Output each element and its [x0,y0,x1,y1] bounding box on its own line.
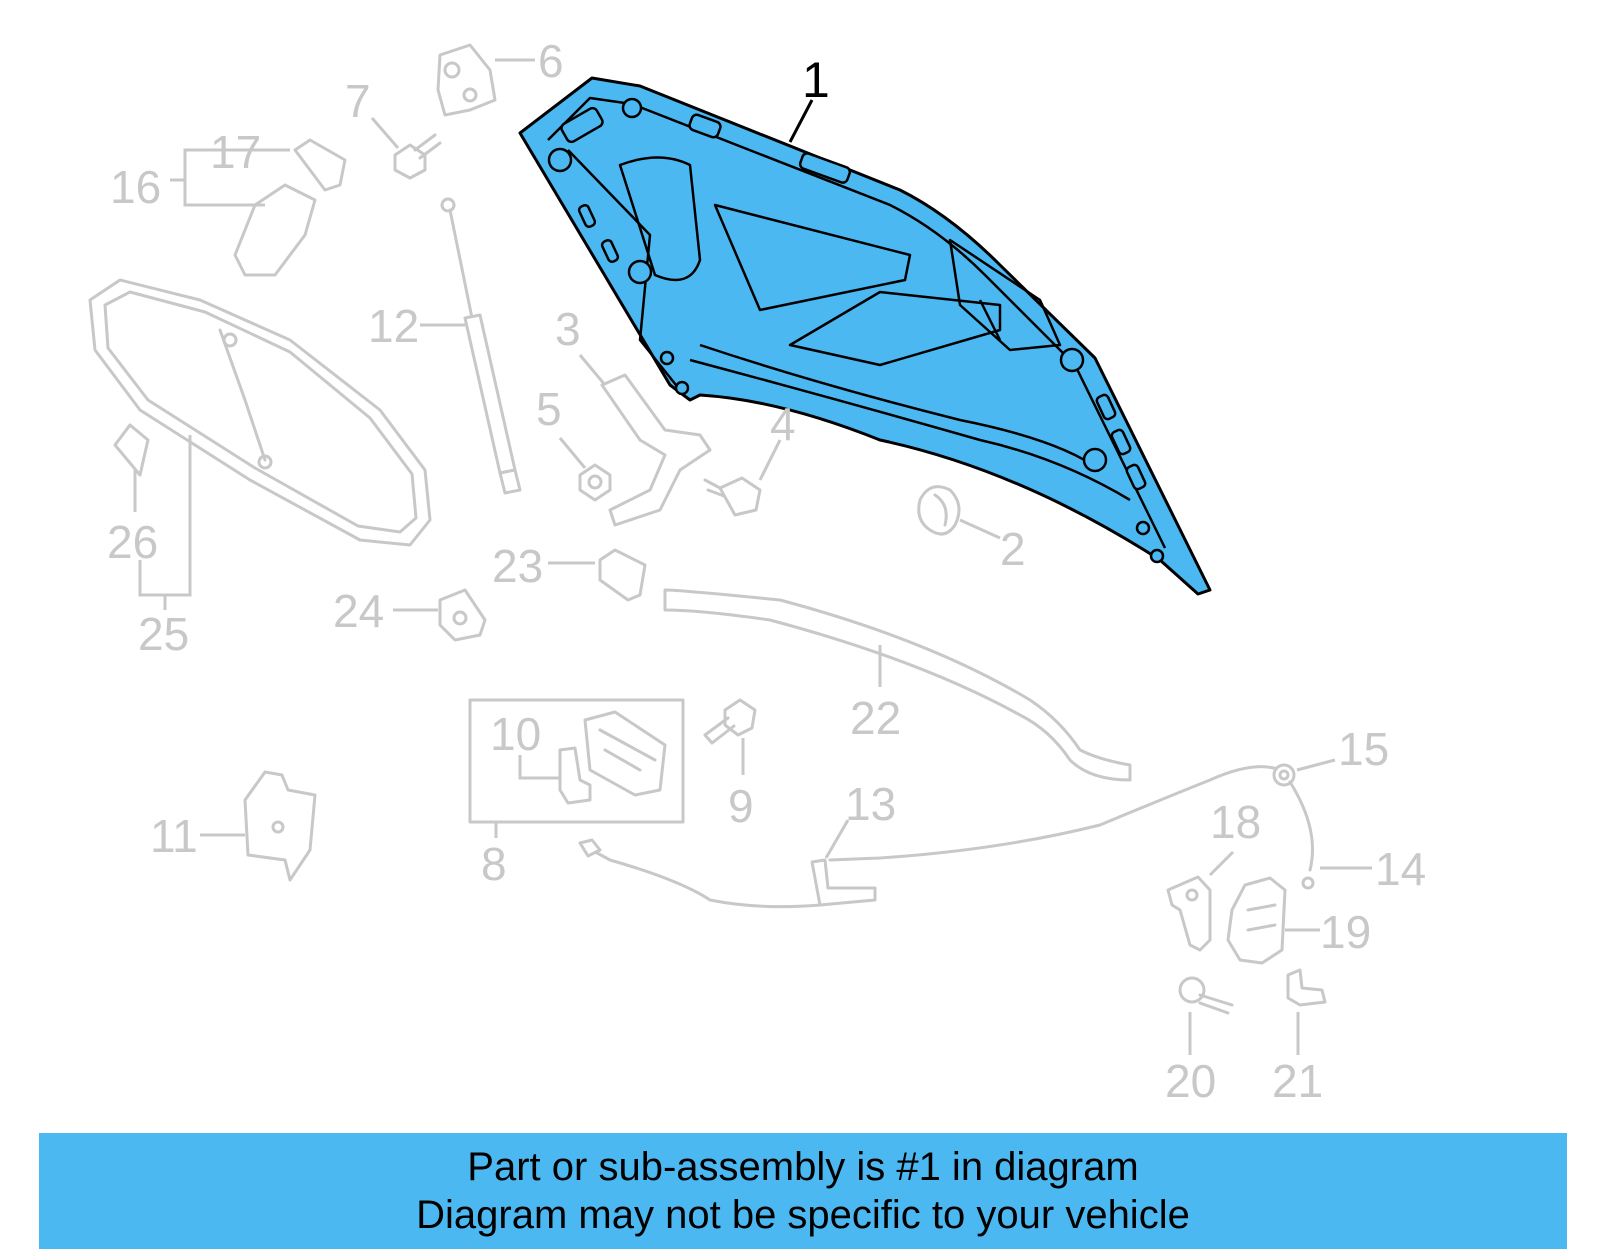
cable-end-part[interactable] [1288,780,1315,890]
callout-7: 7 [345,75,371,127]
callout-18-leader [1208,850,1235,877]
callout-13: 13 [845,778,896,830]
callout-6: 6 [538,35,564,87]
callout-14: 14 [1375,843,1426,895]
callout-19: 19 [1320,906,1371,958]
parts-diagram: 1 6 7 17 16 12 3 5 [88,35,1426,1107]
callout-13-leader [824,819,850,859]
callout-25: 25 [138,608,189,660]
callout-16-17-bracket [170,148,290,207]
callout-11: 11 [150,810,198,862]
callout-21: 21 [1272,1055,1323,1107]
callout-17: 17 [210,126,261,178]
release-cable-part[interactable] [578,765,1282,909]
latch-assembly-part[interactable] [468,698,685,824]
retainer-clip-part[interactable] [113,423,150,477]
hood-bumper-part[interactable] [917,485,961,536]
weatherstrip-clip-part[interactable] [293,138,347,192]
info-banner: Part or sub-assembly is #1 in diagram Di… [39,1133,1567,1249]
callout-1: 1 [802,52,830,108]
seal-part[interactable] [233,183,317,277]
hood-part[interactable] [518,76,1212,596]
handle-screw-part[interactable] [1178,976,1234,1015]
hood-insulator-part[interactable] [88,278,432,547]
callout-1-leader [788,99,814,143]
callout-4: 4 [770,398,796,450]
callout-3-leader [578,354,607,386]
cable-grommet-part[interactable] [1272,763,1296,787]
callout-9: 9 [728,780,754,832]
hinge-bolt-part[interactable] [703,476,762,517]
callout-23: 23 [492,540,543,592]
release-handle-part[interactable] [1166,875,1212,952]
bolt-part[interactable] [393,133,442,180]
hinge-part[interactable] [600,373,712,527]
hood-strut-part[interactable] [440,197,522,495]
callout-8: 8 [481,838,507,890]
banner-line-1: Part or sub-assembly is #1 in diagram [467,1145,1139,1189]
callout-3: 3 [555,303,581,355]
callout-10: 10 [490,708,541,760]
release-bracket-part[interactable] [1226,876,1287,965]
callout-26: 26 [107,516,158,568]
callout-16: 16 [110,161,161,213]
callout-15-leader [1296,758,1336,772]
callout-2-leader [959,518,1001,540]
callout-5-leader [558,437,587,469]
callout-20: 20 [1165,1055,1216,1107]
nut-part[interactable] [578,463,612,502]
callout-24: 24 [333,585,384,637]
callout-15: 15 [1338,723,1389,775]
callout-18: 18 [1210,796,1261,848]
latch-support-part[interactable] [438,588,487,642]
callout-4-leader [758,439,782,481]
callout-7-leader [370,117,400,149]
latch-reinforcement-part[interactable] [243,770,317,882]
latch-bolt-part[interactable] [703,698,757,745]
support-bracket-part[interactable] [598,548,647,602]
banner-line-2: Diagram may not be specific to your vehi… [416,1193,1190,1237]
hinge-bracket-part[interactable] [436,43,497,117]
callout-22: 22 [850,692,901,744]
callout-5: 5 [536,383,562,435]
callout-10-leader [518,755,560,780]
callout-25-bracket [138,435,192,610]
callout-2: 2 [1000,523,1026,575]
cable-clip-part[interactable] [1286,968,1327,1007]
callout-12: 12 [368,300,419,352]
hood-seal-part[interactable] [663,588,1132,782]
